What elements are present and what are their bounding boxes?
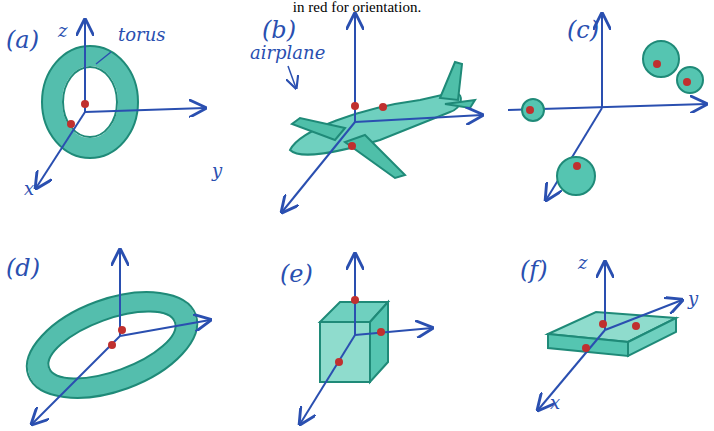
caption-note: in red for orientation. (293, 0, 421, 15)
panel-letter: (c) (567, 18, 599, 42)
panel-letter: (d) (6, 256, 40, 280)
panel-letter: (b) (262, 18, 296, 42)
axis-label: x (24, 180, 34, 198)
axis-label: y (212, 162, 222, 180)
callout-text: torus (118, 26, 166, 44)
torus-panel (36, 20, 205, 188)
axis-label: z (578, 254, 587, 272)
panel-letter: (f) (520, 258, 548, 282)
flat-torus-panel (13, 250, 212, 424)
panel-letter: (e) (280, 262, 313, 286)
panel-letter: (a) (6, 28, 39, 52)
spheres-panel (508, 14, 706, 200)
callout-text: airplane (250, 44, 325, 62)
axis-label: y (688, 290, 698, 308)
axis-label: x (550, 394, 560, 412)
slab-panel (538, 262, 682, 410)
cube-panel (300, 254, 432, 424)
axis-label: z (58, 22, 67, 40)
